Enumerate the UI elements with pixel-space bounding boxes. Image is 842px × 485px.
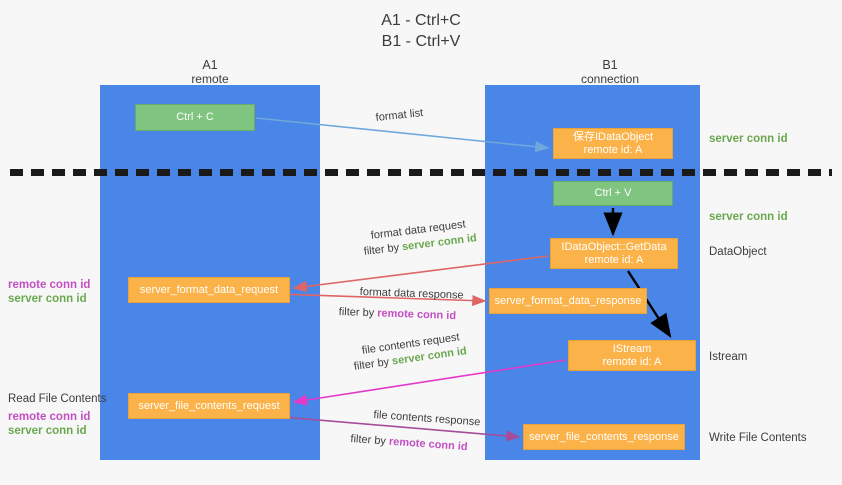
box-server-file-contents-request-label: server_file_contents_request bbox=[138, 399, 280, 412]
annotation-server-conn-id-top: server conn id bbox=[709, 133, 788, 145]
arrow-format-list bbox=[255, 117, 550, 153]
box-getdata-line1: IDataObject::GetData bbox=[561, 240, 667, 253]
annotation-server-conn-id-middle: server conn id bbox=[8, 293, 87, 305]
column-b1-sub: connection bbox=[580, 72, 640, 86]
box-ctrl-c[interactable]: Ctrl + C bbox=[135, 104, 255, 131]
annotation-remote-conn-id-lower: remote conn id bbox=[8, 411, 91, 423]
annotation-read-file-contents: Read File Contents bbox=[8, 393, 107, 405]
annotation-write-file-contents: Write File Contents bbox=[709, 432, 807, 444]
filter-prefix-4: filter by bbox=[350, 432, 390, 448]
box-save-idataobject-line1: 保存IDataObject bbox=[572, 130, 654, 143]
dashed-divider bbox=[10, 169, 832, 176]
box-ctrl-v-label: Ctrl + V bbox=[594, 187, 632, 199]
title-line-1: A1 - Ctrl+C bbox=[381, 12, 461, 29]
column-header-b1: B1 connection bbox=[530, 58, 690, 86]
filter-prefix-2: filter by bbox=[338, 305, 378, 320]
box-server-format-data-request[interactable]: server_format_data_request bbox=[128, 277, 290, 303]
box-save-idataobject-line2: remote id: A bbox=[583, 143, 643, 156]
box-server-format-data-response-label: server_format_data_response bbox=[494, 294, 642, 307]
box-ctrl-v[interactable]: Ctrl + V bbox=[553, 181, 673, 206]
annotation-istream: Istream bbox=[709, 351, 748, 363]
box-getdata-line2: remote id: A bbox=[584, 253, 644, 266]
box-server-format-data-response[interactable]: server_format_data_response bbox=[489, 288, 647, 314]
title-line-2: B1 - Ctrl+V bbox=[381, 33, 461, 50]
annotation-dataobject: DataObject bbox=[709, 246, 767, 258]
box-server-file-contents-response-label: server_file_contents_response bbox=[529, 430, 679, 443]
box-istream-line2: remote id: A bbox=[602, 355, 662, 368]
column-b1-name: B1 bbox=[602, 58, 618, 72]
column-a1-sub: remote bbox=[191, 72, 229, 86]
box-istream-line1: IStream bbox=[612, 342, 652, 355]
box-save-idataobject[interactable]: 保存IDataObject remote id: A bbox=[553, 128, 673, 159]
page-title: A1 - Ctrl+C B1 - Ctrl+V bbox=[0, 10, 842, 52]
annotation-server-conn-id-lower: server conn id bbox=[8, 425, 87, 437]
annotation-conn-ids-lower: remote conn id server conn id bbox=[8, 410, 90, 438]
box-server-format-data-request-label: server_format_data_request bbox=[139, 283, 279, 296]
filter-value-2: remote conn id bbox=[377, 307, 457, 323]
arrow-getdata-istream bbox=[626, 270, 672, 339]
annotation-server-conn-id-second: server conn id bbox=[709, 211, 788, 223]
box-ctrl-c-label: Ctrl + C bbox=[176, 111, 214, 123]
arrow-format-data-request bbox=[292, 255, 549, 292]
annotation-remote-conn-id-middle: remote conn id bbox=[8, 279, 91, 291]
annotation-conn-ids-middle: remote conn id server conn id bbox=[8, 278, 90, 306]
box-istream[interactable]: IStream remote id: A bbox=[568, 340, 696, 371]
box-server-file-contents-response[interactable]: server_file_contents_response bbox=[523, 424, 685, 450]
arrow-file-contents-request bbox=[292, 359, 567, 406]
box-server-file-contents-request[interactable]: server_file_contents_request bbox=[128, 393, 290, 419]
column-header-a1: A1 remote bbox=[130, 58, 290, 86]
column-a1-name: A1 bbox=[202, 58, 218, 72]
box-getdata[interactable]: IDataObject::GetData remote id: A bbox=[550, 238, 678, 269]
